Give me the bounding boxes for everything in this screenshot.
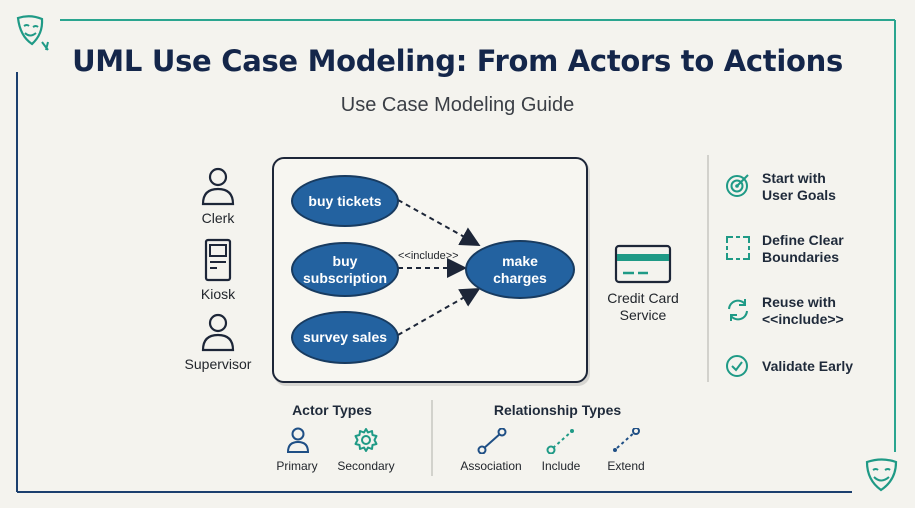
- tip-user-goals: Start with User Goals: [762, 170, 836, 204]
- page-title: UML Use Case Modeling: From Actors to Ac…: [72, 44, 843, 78]
- target-icon: [726, 174, 749, 197]
- person-icon: [201, 167, 235, 206]
- gear-icon: [354, 428, 378, 452]
- credit-card-icon: [614, 244, 672, 284]
- usecase-survey-sales: survey sales: [291, 311, 399, 364]
- person-icon: [286, 427, 310, 453]
- tip-line: Validate Early: [762, 358, 854, 374]
- external-service-label: Credit Card Service: [596, 290, 690, 324]
- actor-label: Kiosk: [200, 286, 236, 302]
- boundary-icon: [726, 236, 750, 260]
- actor-types-heading: Actor Types: [292, 402, 372, 418]
- usecase-buy-tickets: buy tickets: [291, 175, 399, 227]
- tip-reuse: Reuse with <<include>>: [762, 294, 844, 328]
- legend-secondary: Secondary: [337, 459, 395, 473]
- tip-boundaries: Define Clear Boundaries: [762, 232, 844, 266]
- actor-supervisor: Supervisor: [180, 312, 256, 372]
- theater-mask-icon: [865, 458, 898, 492]
- include-arrow: [397, 199, 481, 246]
- actor-kiosk: Kiosk: [188, 238, 248, 302]
- actor-clerk: Clerk: [188, 166, 248, 226]
- tip-line: Boundaries: [762, 249, 840, 265]
- tip-validate: Validate Early: [762, 358, 853, 375]
- service-label-line: Credit Card: [607, 290, 679, 306]
- tip-line: User Goals: [762, 187, 836, 203]
- usecase-label: survey sales: [302, 329, 388, 345]
- usecase-label: charges: [493, 269, 547, 286]
- usecase-label: subscription: [302, 269, 387, 286]
- usecase-label: buy: [332, 252, 358, 269]
- usecase-make-charges: make charges: [465, 240, 575, 299]
- tip-line: Start with: [762, 170, 826, 186]
- legend-include: Include: [541, 459, 581, 473]
- include-icon: [546, 429, 574, 454]
- association-icon: [477, 428, 507, 454]
- kiosk-icon: [204, 238, 232, 282]
- tip-line: Reuse with: [762, 294, 836, 310]
- usecase-label: buy tickets: [308, 192, 382, 209]
- person-icon: [201, 313, 235, 352]
- theater-mask-icon: [16, 15, 49, 51]
- legend-primary: Primary: [276, 459, 318, 473]
- extend-icon: [613, 428, 640, 452]
- usecase-buy-subscription: buy subscription: [291, 242, 399, 297]
- actor-label: Supervisor: [184, 356, 252, 372]
- usecase-label: make: [502, 252, 538, 269]
- actor-label: Clerk: [201, 210, 235, 226]
- tip-line: Define Clear: [762, 232, 844, 248]
- relationship-types-heading: Relationship Types: [493, 402, 622, 418]
- legend-extend: Extend: [607, 459, 645, 473]
- service-label-line: Service: [619, 307, 667, 323]
- legend-association: Association: [460, 459, 522, 473]
- include-label: <<include>>: [398, 250, 459, 262]
- check-circle-icon: [726, 355, 748, 377]
- page-subtitle: Use Case Modeling Guide: [340, 94, 575, 116]
- tip-line: <<include>>: [762, 311, 844, 327]
- include-arrow: [397, 288, 481, 336]
- refresh-icon: [728, 299, 748, 321]
